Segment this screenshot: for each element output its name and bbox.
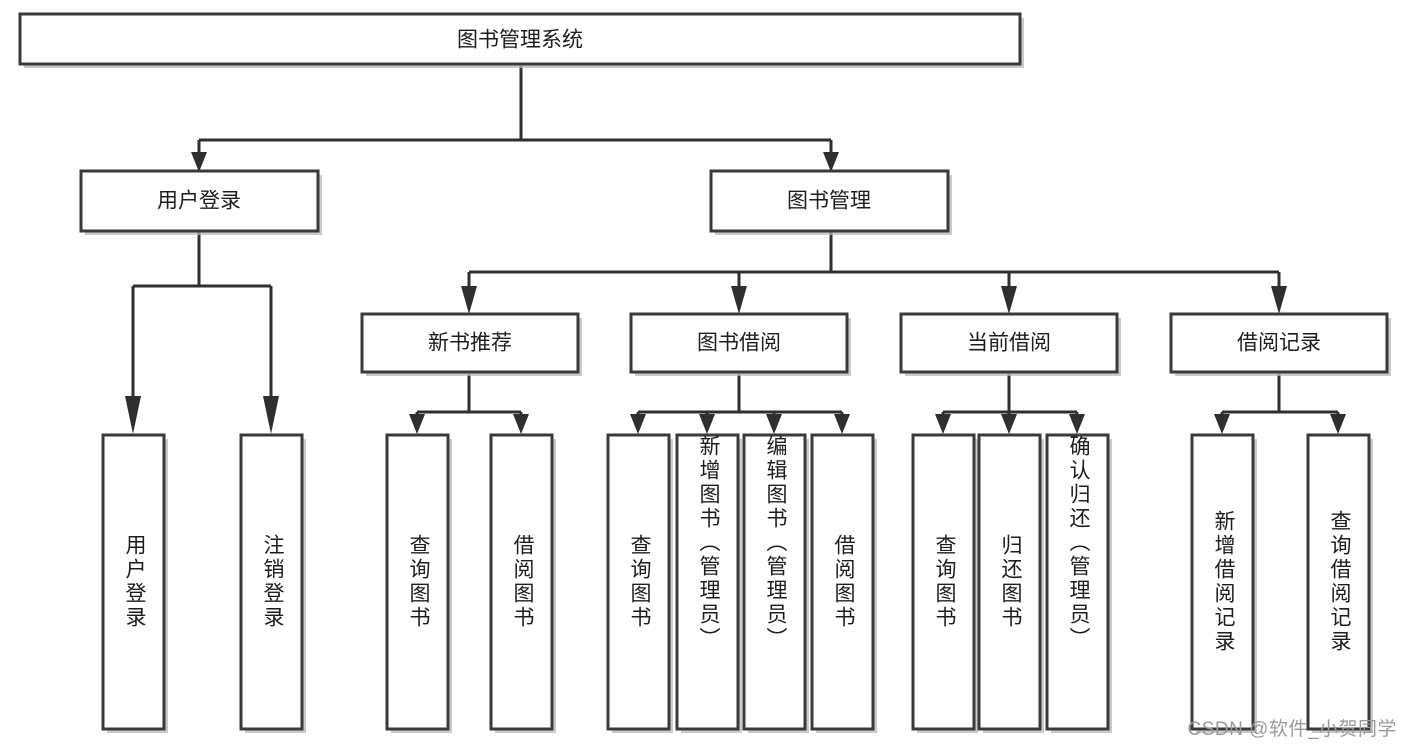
node-borrow-record-label: 借阅记录 [1237,332,1321,355]
node-book-manage-label: 图书管理 [787,190,871,213]
arrow-to-leaf-edit-book [766,414,782,434]
node-current-borrow-label: 当前借阅 [967,332,1051,355]
arrow-to-new-book-recommend [461,286,477,314]
leaf-query-book-2-box[interactable] [606,433,671,731]
node-user-login-box[interactable] [79,169,320,233]
arrow-to-book-manage [823,152,839,172]
node-borrow-record-box[interactable] [1169,312,1389,374]
leaf-query-record-box[interactable] [1306,433,1371,731]
leaf-edit-book-box[interactable] [742,433,807,731]
leaf-borrow-book-2-box[interactable] [810,433,875,731]
csdn-watermark: CSDN @软件_小贺同学 [1187,719,1397,740]
node-user-login-label: 用户登录 [157,190,241,213]
connector-group [125,66,1346,434]
leaf-query-book-3-box[interactable] [911,433,976,731]
arrow-to-leaf-logout-login [263,396,279,434]
arrow-to-leaf-query-record [1330,414,1346,434]
node-book-manage-box[interactable] [709,169,950,233]
arrow-to-book-borrow [731,286,747,314]
arrow-to-leaf-add-book [699,414,715,434]
leaf-add-book-box[interactable] [675,433,740,731]
arrow-to-current-borrow [1001,286,1017,314]
node-group: 图书管理系统 用户登录 图书管理 新书推荐 图书借阅 当前借阅 借阅记录 [18,12,1391,733]
leaf-query-book-1-box[interactable] [385,433,450,731]
arrow-to-leaf-borrow-book-1 [513,414,529,434]
arrow-to-borrow-record [1271,286,1287,314]
leaf-return-book-box[interactable] [977,433,1042,731]
arrow-to-leaf-return-book [1001,414,1017,434]
arrow-to-user-login [191,152,207,172]
leaf-confirm-return-box[interactable] [1045,433,1110,731]
node-book-borrow-box[interactable] [629,312,849,374]
arrow-to-leaf-borrow-book-2 [834,414,850,434]
arrow-to-leaf-add-record [1214,414,1230,434]
arrow-to-leaf-query-book-2 [630,414,646,434]
leaf-user-login-box[interactable] [101,433,166,731]
leaf-add-record-box[interactable] [1190,433,1255,731]
arrow-to-leaf-query-book-1 [409,414,425,434]
node-root-label: 图书管理系统 [457,29,583,52]
node-root-box[interactable] [18,12,1022,66]
node-current-borrow-box[interactable] [899,312,1119,374]
leaf-borrow-book-1-box[interactable] [489,433,554,731]
node-new-book-recommend-box[interactable] [360,312,580,374]
arrow-to-leaf-query-book-3 [935,414,951,434]
node-new-book-recommend-label: 新书推荐 [428,332,512,355]
leaf-logout-login-box[interactable] [239,433,304,731]
arrow-to-leaf-user-login [125,396,141,434]
node-book-borrow-label: 图书借阅 [697,332,781,355]
arrow-to-leaf-confirm-return [1069,414,1085,434]
